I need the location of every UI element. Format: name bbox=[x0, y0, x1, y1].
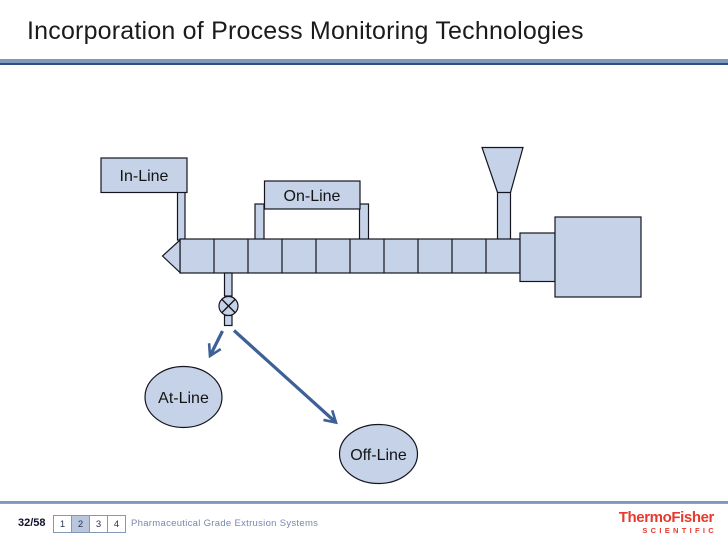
on-line-right-leg bbox=[358, 203, 370, 241]
nav-box-4[interactable]: 4 bbox=[107, 515, 126, 533]
hopper-neck bbox=[496, 191, 512, 241]
off-line-label: Off-Line bbox=[350, 447, 407, 464]
footer-divider-edge bbox=[0, 503, 728, 504]
title-divider-edge bbox=[0, 63, 728, 65]
at-line-label: At-Line bbox=[158, 390, 209, 407]
deck-title: Pharmaceutical Grade Extrusion Systems bbox=[131, 518, 319, 529]
nav-box-1[interactable]: 1 bbox=[53, 515, 72, 533]
valve-stem-top bbox=[223, 272, 233, 297]
gearbox-block bbox=[519, 232, 556, 283]
footer-divider bbox=[0, 501, 728, 503]
thermofisher-logo: ThermoFisher SCIENTIFIC bbox=[618, 509, 717, 535]
valve-cross-icon bbox=[221, 298, 236, 314]
on-line-label-box bbox=[263, 180, 361, 210]
hopper-funnel-icon bbox=[481, 146, 524, 194]
page-title: Incorporation of Process Monitoring Tech… bbox=[27, 17, 584, 45]
off-line-ellipse bbox=[338, 423, 419, 485]
arrow-to-off-line bbox=[232, 329, 338, 425]
title-divider bbox=[0, 59, 728, 63]
motor-block bbox=[554, 216, 642, 298]
nav-box-3[interactable]: 3 bbox=[89, 515, 108, 533]
nav-box-2[interactable]: 2 bbox=[71, 515, 90, 533]
arrow-to-at-line bbox=[207, 330, 224, 359]
on-line-label: On-Line bbox=[284, 188, 341, 205]
in-line-label: In-Line bbox=[120, 168, 169, 185]
page-indicator: 32/58 bbox=[18, 517, 46, 529]
in-line-label-box bbox=[100, 157, 188, 194]
valve-stem-bottom bbox=[223, 314, 233, 327]
logo-wordmark: ThermoFisher bbox=[618, 509, 715, 526]
logo-subtitle: SCIENTIFIC bbox=[642, 526, 717, 535]
at-line-ellipse bbox=[144, 365, 223, 429]
on-line-left-leg bbox=[254, 203, 265, 241]
section-nav: 1 2 3 4 bbox=[53, 515, 126, 533]
barrel-segment-dividers bbox=[213, 239, 487, 273]
die-tip bbox=[161, 238, 181, 274]
in-line-probe-stem bbox=[176, 191, 186, 241]
